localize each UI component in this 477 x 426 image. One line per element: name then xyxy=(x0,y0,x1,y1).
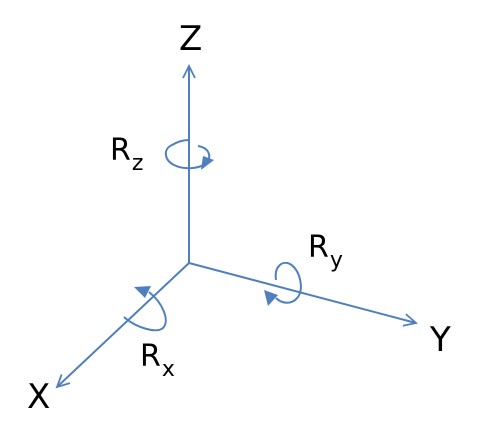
x-axis-label: X xyxy=(27,377,51,417)
y-axis-label: Y xyxy=(430,320,451,360)
ry-label-main: R xyxy=(308,230,329,265)
rx-rotation-arrow xyxy=(123,286,167,332)
x-axis-line xyxy=(55,262,190,389)
rz-label: Rz xyxy=(110,133,143,177)
ry-label-subscript: y xyxy=(329,248,343,273)
ry-rotation-arrow xyxy=(264,261,302,306)
rz-label-main: R xyxy=(110,133,131,168)
ry-label: Ry xyxy=(308,230,343,274)
rx-label-subscript: x xyxy=(161,357,175,382)
rz-label-subscript: z xyxy=(131,151,144,176)
y-axis-line xyxy=(188,262,418,327)
rx-label: Rx xyxy=(140,339,175,383)
z-axis-label: Z xyxy=(179,19,203,59)
rz-rotation-arrow xyxy=(164,139,214,170)
rx-label-main: R xyxy=(140,339,161,374)
